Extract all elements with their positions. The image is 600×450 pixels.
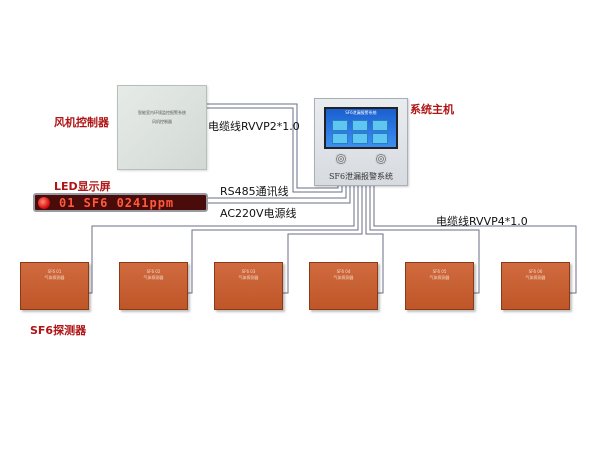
cable-rvvp2-label: 电缆线RVVP2*1.0 (208, 120, 300, 133)
screen-cell (372, 133, 388, 144)
led-display-panel: 01 SF6 0241ppm (33, 193, 208, 212)
detector-sub: 气体探测器 (333, 275, 354, 280)
screen-cell (332, 133, 348, 144)
wire-det-1 (86, 184, 355, 294)
wire-led-ac220 (208, 184, 351, 204)
cable-rvvp4-label: 电缆线RVVP4*1.0 (436, 215, 528, 228)
led-readout: 01 SF6 0241ppm (59, 196, 175, 210)
main-host-unit: SF6泄漏报警系统 SF6泄漏报警系统 (314, 98, 408, 186)
rs485-label: RS485通讯线 (220, 185, 289, 198)
screen-cell (332, 120, 348, 131)
screen-cell (352, 120, 368, 131)
screen-cell (372, 120, 388, 131)
sf6-detector-2: SF6 02 气体探测器 (119, 262, 188, 310)
sf6-detector-1: SF6 01 气体探测器 (20, 262, 89, 310)
fan-box-line1: 智能室内环境监控报警系统 (138, 110, 186, 115)
detector-sub: 气体探测器 (143, 275, 164, 280)
screen-cell (352, 133, 368, 144)
detector-model: SF6 06 (528, 269, 543, 274)
wire-det-5 (369, 184, 480, 294)
detector-model: SF6 03 (241, 269, 256, 274)
wire-fan-host-1 (205, 103, 339, 189)
detector-sub: 气体探测器 (238, 275, 259, 280)
detector-model: SF6 01 (47, 269, 62, 274)
sf6-detector-3: SF6 03 气体探测器 (214, 262, 283, 310)
detector-model: SF6 05 (432, 269, 447, 274)
fan-controller-cabinet: 智能室内环境监控报警系统 风机控制器 (117, 85, 207, 170)
wire-fan-host-2 (205, 107, 343, 193)
sf6-detector-label: SF6探测器 (30, 324, 87, 337)
detector-sub: 气体探测器 (429, 275, 450, 280)
alarm-lamp-icon (38, 197, 50, 209)
wire-det-6 (373, 184, 577, 294)
speaker-grille-right (375, 153, 387, 165)
ac220v-label: AC220V电源线 (220, 207, 297, 220)
speaker-grille-left (335, 153, 347, 165)
detector-model: SF6 04 (336, 269, 351, 274)
fan-controller-label: 风机控制器 (54, 116, 109, 129)
host-panel-name: SF6泄漏报警系统 (328, 172, 394, 181)
detector-sub: 气体探测器 (44, 275, 65, 280)
main-host-label: 系统主机 (410, 103, 454, 116)
host-screen-title: SF6泄漏报警系统 (345, 110, 377, 115)
sf6-detector-5: SF6 05 气体探测器 (405, 262, 474, 310)
sf6-detector-4: SF6 04 气体探测器 (309, 262, 378, 310)
led-display-label: LED显示屏 (54, 180, 111, 193)
fan-box-line2: 风机控制器 (152, 119, 172, 124)
wire-det-3 (282, 184, 363, 294)
host-screen: SF6泄漏报警系统 (324, 107, 398, 149)
wire-led-rs485 (208, 184, 347, 199)
detector-model: SF6 02 (146, 269, 161, 274)
wire-det-2 (186, 184, 359, 294)
wire-det-4 (365, 184, 384, 294)
sf6-detector-6: SF6 06 气体探测器 (501, 262, 570, 310)
detector-sub: 气体探测器 (525, 275, 546, 280)
